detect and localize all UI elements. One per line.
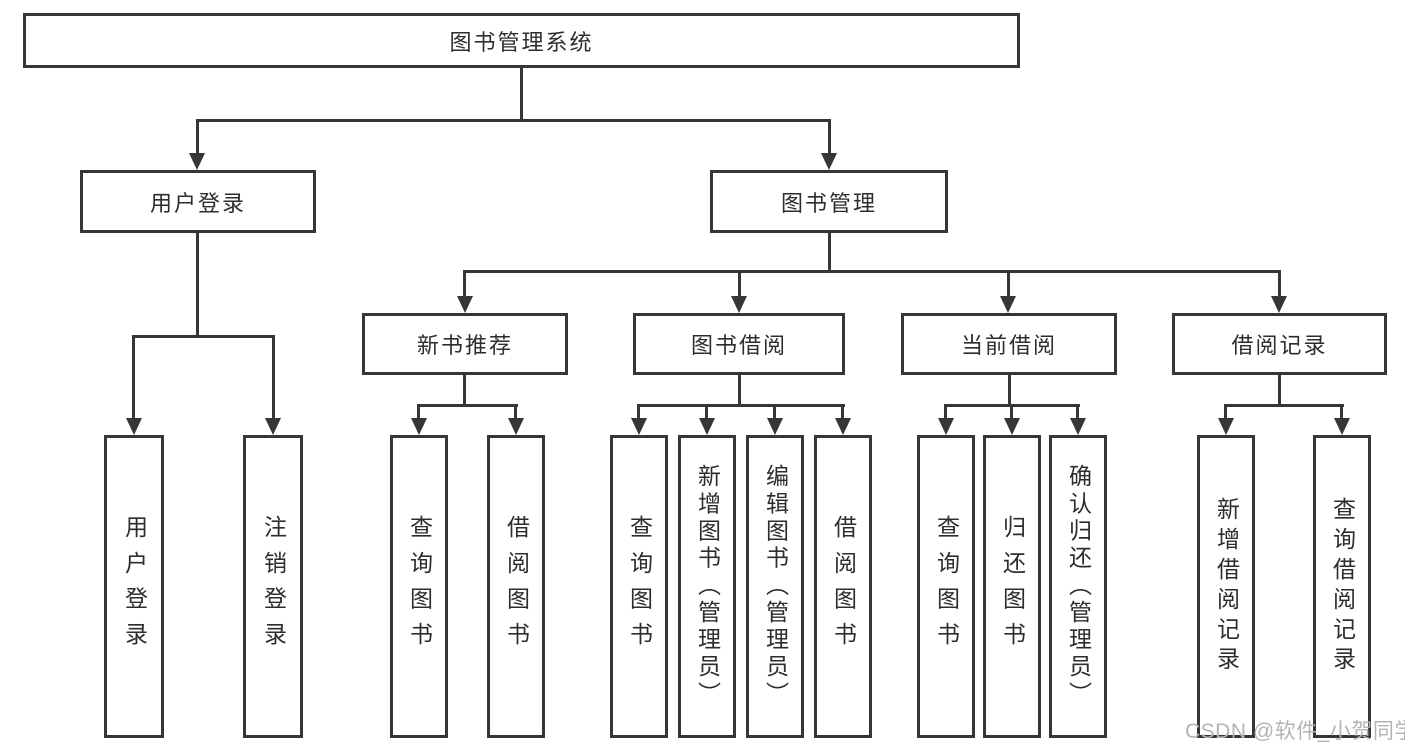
arrow-down-icon [731, 296, 747, 313]
node-label: 注销登录 [260, 515, 287, 658]
node-label: 查询图书 [933, 515, 960, 658]
leaf-query-borrow-record: 查询借阅记录 [1313, 435, 1371, 738]
leaf-borrow-book: 借阅图书 [814, 435, 872, 738]
arrow-down-icon [457, 296, 473, 313]
node-new-book-recommendation: 新书推荐 [362, 313, 568, 375]
arrow-down-icon [821, 153, 837, 170]
arrow-down-icon [1271, 296, 1287, 313]
connector-line [463, 270, 466, 298]
connector-line [272, 335, 275, 420]
node-label: 用户登录 [149, 190, 246, 216]
node-user-login: 用户登录 [80, 170, 316, 233]
node-label: 新增图书（管理员） [694, 464, 721, 709]
connector-line [828, 119, 831, 155]
connector-line [1007, 270, 1010, 298]
connector-line [417, 404, 420, 420]
connector-line [1278, 375, 1281, 407]
leaf-borrow-book-recommend: 借阅图书 [487, 435, 545, 738]
node-book-borrowing: 图书借阅 [633, 313, 845, 375]
leaf-query-book-borrow: 查询图书 [610, 435, 668, 738]
connector-line [514, 404, 517, 420]
connector-line [196, 119, 199, 155]
node-borrowing-records: 借阅记录 [1172, 313, 1387, 375]
connector-line [828, 233, 831, 273]
arrow-down-icon [411, 418, 427, 435]
arrow-down-icon [631, 418, 647, 435]
node-label: 归还图书 [999, 515, 1026, 658]
arrow-down-icon [508, 418, 524, 435]
leaf-add-book-admin: 新增图书（管理员） [678, 435, 736, 738]
connector-line [1076, 404, 1079, 420]
connector-line [196, 233, 199, 338]
node-label: 图书管理系统 [449, 29, 594, 55]
leaf-return-book: 归还图书 [983, 435, 1041, 738]
connector-line [637, 404, 640, 420]
connector-line [463, 375, 466, 407]
node-label: 查询图书 [626, 515, 653, 658]
connector-line [944, 404, 947, 420]
node-label: 借阅图书 [503, 515, 530, 658]
connector-line [1278, 270, 1281, 298]
connector-line [841, 404, 844, 420]
connector-line [1008, 375, 1011, 407]
arrow-down-icon [835, 418, 851, 435]
arrow-down-icon [265, 418, 281, 435]
connector-line [705, 404, 708, 420]
node-label: 查询借阅记录 [1329, 496, 1356, 677]
node-label: 借阅图书 [830, 515, 857, 658]
leaf-confirm-return-admin: 确认归还（管理员） [1049, 435, 1107, 738]
node-book-management: 图书管理 [710, 170, 948, 233]
arrow-down-icon [1070, 418, 1086, 435]
arrow-down-icon [938, 418, 954, 435]
node-current-borrowing: 当前借阅 [901, 313, 1117, 375]
arrow-down-icon [1000, 296, 1016, 313]
arrow-down-icon [1004, 418, 1020, 435]
node-library-management-system: 图书管理系统 [23, 13, 1020, 68]
leaf-logout: 注销登录 [243, 435, 303, 738]
connector-line [1340, 404, 1343, 420]
connector-line [132, 335, 135, 420]
leaf-add-borrow-record: 新增借阅记录 [1197, 435, 1255, 738]
leaf-edit-book-admin: 编辑图书（管理员） [746, 435, 804, 738]
connector-line [773, 404, 776, 420]
csdn-watermark: CSDN @软件_小贺同学 [1185, 720, 1405, 743]
node-label: 新书推荐 [416, 333, 513, 358]
node-label: 确认归还（管理员） [1065, 464, 1092, 709]
connector-line [132, 335, 275, 338]
connector-line [1224, 404, 1344, 407]
arrow-down-icon [1218, 418, 1234, 435]
arrow-down-icon [126, 418, 142, 435]
connector-line [738, 375, 741, 407]
leaf-user-login: 用户登录 [104, 435, 164, 738]
connector-line [520, 68, 523, 120]
connector-line [1010, 404, 1013, 420]
leaf-query-book-current: 查询图书 [917, 435, 975, 738]
node-label: 图书管理 [780, 190, 877, 216]
arrow-down-icon [767, 418, 783, 435]
node-label: 新增借阅记录 [1213, 496, 1240, 677]
node-label: 查询图书 [406, 515, 433, 658]
node-label: 借阅记录 [1231, 333, 1328, 358]
connector-line [637, 404, 845, 407]
node-label: 编辑图书（管理员） [762, 464, 789, 709]
connector-line [463, 270, 1281, 273]
arrow-down-icon [699, 418, 715, 435]
leaf-query-book-recommend: 查询图书 [390, 435, 448, 738]
arrow-down-icon [1334, 418, 1350, 435]
connector-line [196, 119, 831, 122]
connector-line [1224, 404, 1227, 420]
node-label: 图书借阅 [690, 333, 787, 358]
arrow-down-icon [189, 153, 205, 170]
connector-line [417, 404, 518, 407]
node-label: 用户登录 [121, 515, 148, 658]
node-label: 当前借阅 [960, 333, 1057, 358]
connector-line [738, 270, 741, 298]
